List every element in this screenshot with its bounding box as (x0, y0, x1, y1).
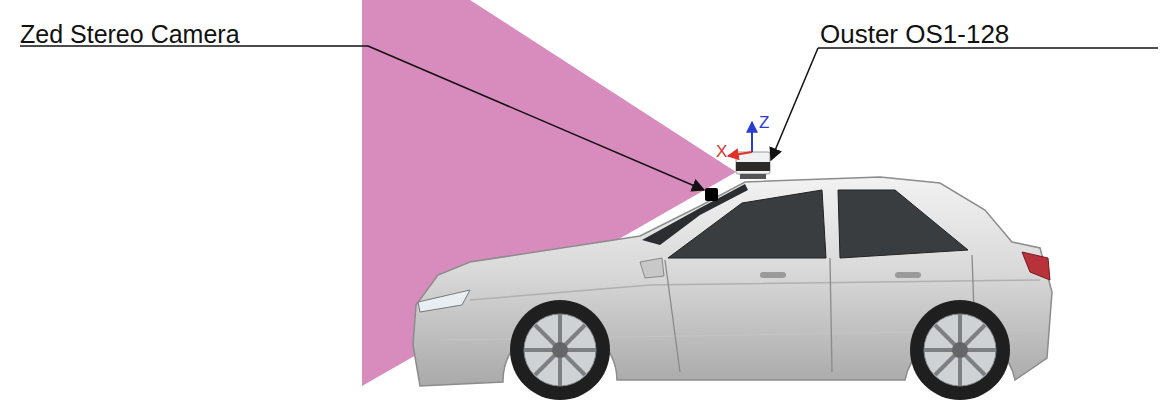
z-axis (751, 122, 753, 152)
lidar-band (736, 162, 770, 171)
stereo-camera (705, 188, 718, 201)
rim (924, 314, 996, 386)
label-underline (818, 47, 1158, 49)
rim-spokes (924, 314, 996, 386)
body-crease (470, 280, 1040, 300)
windshield (642, 184, 748, 245)
axis-label: X (716, 143, 727, 160)
rear-wheel (910, 300, 1010, 400)
hub (552, 342, 568, 358)
side-mirror (640, 258, 664, 278)
tire (510, 300, 610, 400)
leader-line (771, 48, 818, 160)
front-window (668, 190, 826, 258)
door-handle (895, 272, 921, 278)
rim (524, 314, 596, 386)
lidar-sensor (736, 152, 770, 174)
rim-spokes (524, 314, 596, 386)
callout-label: Ouster OS1-128 (820, 21, 1009, 47)
callout-label: Zed Stereo Camera (20, 22, 240, 47)
x-axis (728, 152, 752, 156)
door-handle (760, 272, 786, 278)
taillight (1022, 252, 1050, 280)
leader-line (368, 46, 704, 190)
car-body (413, 177, 1052, 386)
lidar-mount (740, 174, 766, 179)
headlight (418, 290, 470, 312)
rear-window (838, 190, 968, 258)
hub (952, 342, 968, 358)
front-wheel (510, 300, 610, 400)
tire (910, 300, 1010, 400)
axis-label: Z (759, 114, 769, 131)
